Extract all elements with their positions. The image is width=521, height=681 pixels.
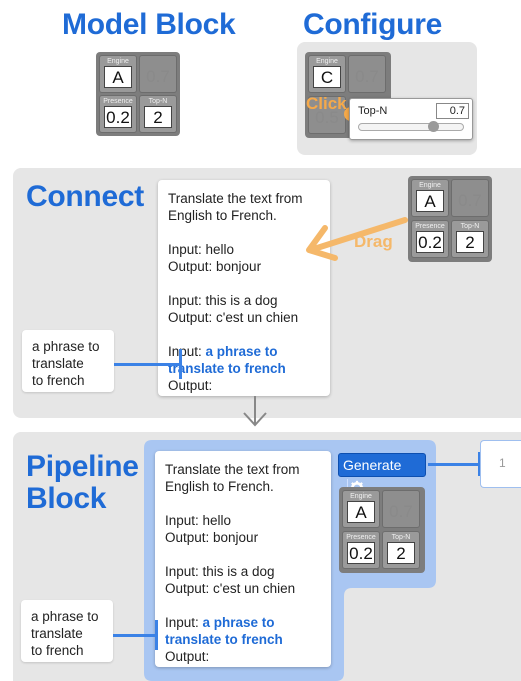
engine-cell[interactable]: Engine A — [99, 55, 137, 93]
model-block-heading: Model Block — [62, 8, 236, 41]
drag-arrow-icon — [306, 217, 408, 261]
prompt-slot-line2: translate to french — [168, 361, 286, 376]
pipeline-output-label: Output: — [165, 649, 210, 664]
connect-phrase-line3: to french — [32, 373, 85, 388]
connect-phrase-line2: translate — [32, 356, 84, 371]
pipeline-link-bracket — [155, 620, 158, 650]
connect-temperature-value[interactable]: 0.7 — [458, 191, 482, 210]
topn-value[interactable]: 2 — [144, 106, 172, 128]
pipeline-engine-cell[interactable]: Engine A — [342, 490, 380, 528]
connect-presence-cell[interactable]: Presence 0.2 — [411, 220, 449, 258]
configure-model-block[interactable]: Engine C 0.7 0.5 — [305, 52, 391, 138]
pipeline-heading-line1: Pipeline — [26, 450, 139, 483]
pipeline-phrase-line1: a phrase to — [31, 609, 99, 624]
engine-value[interactable]: A — [104, 66, 132, 88]
connect-model-block[interactable]: Engine A 0.7 Presence 0.2 Top-N 2 — [408, 176, 492, 262]
pipeline-presence-label: Presence — [346, 534, 376, 541]
pipeline-topn-label: Top-N — [391, 534, 411, 541]
connect-presence-label: Presence — [415, 223, 445, 230]
configure-engine-label: Engine — [316, 58, 338, 65]
model-block-widget[interactable]: Engine A 0.7 Presence 0.2 Top-N 2 — [96, 52, 180, 136]
presence-value[interactable]: 0.2 — [104, 106, 132, 128]
pipeline-temperature-cell[interactable]: 0.7 — [382, 490, 420, 528]
connect-prompt-card[interactable]: Translate the text from English to Frenc… — [158, 180, 330, 396]
connect-engine-cell[interactable]: Engine A — [411, 179, 449, 217]
pipeline-example1-input: Input: hello — [165, 513, 232, 528]
popup-slider-thumb[interactable] — [428, 121, 440, 132]
pipeline-slot-line1: a phrase to — [202, 615, 275, 630]
pipeline-phrase-line3: to french — [31, 643, 84, 658]
connect-engine-value[interactable]: A — [416, 190, 444, 212]
connect-heading: Connect — [26, 180, 144, 213]
connect-link-line — [114, 363, 180, 366]
pipeline-temperature-value[interactable]: 0.7 — [389, 502, 413, 521]
pipeline-topn-cell[interactable]: Top-N 2 — [382, 531, 420, 569]
popup-topn-input[interactable]: 0.7 — [436, 103, 469, 119]
pipeline-instruction-line1: Translate the text from — [165, 462, 300, 477]
configure-engine-cell[interactable]: Engine C — [308, 55, 346, 93]
generate-label: Generate — [343, 457, 402, 473]
configure-dim-cell[interactable]: 0.5 — [308, 96, 346, 134]
pipeline-example2-output: Output: c'est un chien — [165, 581, 296, 596]
pipeline-example1-output: Output: bonjour — [165, 530, 259, 545]
prompt-input-prefix: Input: — [168, 344, 206, 359]
pipeline-instruction-line2: English to French. — [165, 479, 274, 494]
pipeline-heading-line2: Block — [26, 482, 107, 515]
connect-temperature-cell[interactable]: 0.7 — [451, 179, 489, 217]
pipeline-presence-value[interactable]: 0.2 — [347, 542, 375, 564]
engine-label: Engine — [107, 58, 129, 65]
down-arrow-icon — [243, 396, 267, 427]
pipeline-output-line — [428, 463, 480, 466]
pipeline-slot-line2: translate to french — [165, 632, 283, 647]
prompt-instruction-line2: English to French. — [168, 208, 277, 223]
pipeline-input-phrase[interactable]: a phrase to translate to french — [21, 600, 113, 662]
connect-input-phrase[interactable]: a phrase to translate to french — [22, 330, 114, 392]
topn-cell[interactable]: Top-N 2 — [139, 95, 177, 133]
click-label: Click — [306, 94, 347, 113]
configure-temperature-value[interactable]: 0.7 — [355, 67, 379, 86]
prompt-example1-input: Input: hello — [168, 242, 235, 257]
pipeline-engine-value[interactable]: A — [347, 501, 375, 523]
pipeline-link-line — [113, 634, 157, 637]
connect-link-bracket — [179, 349, 182, 379]
drag-label: Drag — [354, 232, 393, 251]
topn-popup[interactable]: Top-N 0.7 — [349, 98, 473, 140]
pipeline-phrase-line2: translate — [31, 626, 83, 641]
pipeline-engine-label: Engine — [350, 493, 372, 500]
temperature-cell[interactable]: 0.7 — [139, 55, 177, 93]
output-count-box[interactable]: 1 — [480, 440, 521, 488]
presence-cell[interactable]: Presence 0.2 — [99, 95, 137, 133]
configure-dim-value: 0.5 — [315, 108, 339, 127]
presence-label: Presence — [103, 98, 133, 105]
prompt-example1-output: Output: bonjour — [168, 259, 262, 274]
configure-temperature-cell[interactable]: 0.7 — [348, 55, 386, 93]
connect-engine-label: Engine — [419, 182, 441, 189]
topn-label: Top-N — [148, 98, 168, 105]
popup-slider-track[interactable] — [358, 123, 464, 131]
output-count-value: 1 — [499, 456, 506, 470]
temperature-value[interactable]: 0.7 — [146, 67, 170, 86]
pipeline-prompt-card[interactable]: Translate the text from English to Frenc… — [155, 451, 331, 667]
pipeline-example2-input: Input: this is a dog — [165, 564, 275, 579]
prompt-example2-output: Output: c'est un chien — [168, 310, 299, 325]
pipeline-input-prefix: Input: — [165, 615, 203, 630]
popup-topn-label: Top-N — [358, 105, 388, 117]
connect-presence-value[interactable]: 0.2 — [416, 231, 444, 253]
connect-topn-label: Top-N — [460, 223, 480, 230]
prompt-instruction-line1: Translate the text from — [168, 191, 303, 206]
pipeline-output-bracket — [478, 452, 481, 476]
pipeline-model-block[interactable]: Engine A 0.7 Presence 0.2 Top-N 2 — [339, 487, 425, 573]
connect-phrase-line1: a phrase to — [32, 339, 100, 354]
connect-topn-value[interactable]: 2 — [456, 231, 484, 253]
prompt-output-label: Output: — [168, 378, 213, 393]
generate-button[interactable]: Generate — [338, 453, 426, 498]
pipeline-topn-value[interactable]: 2 — [387, 542, 415, 564]
configure-heading: Configure — [303, 8, 442, 41]
connect-topn-cell[interactable]: Top-N 2 — [451, 220, 489, 258]
prompt-slot-line1: a phrase to — [205, 344, 278, 359]
pipeline-presence-cell[interactable]: Presence 0.2 — [342, 531, 380, 569]
prompt-example2-input: Input: this is a dog — [168, 293, 278, 308]
configure-engine-value[interactable]: C — [313, 66, 341, 88]
